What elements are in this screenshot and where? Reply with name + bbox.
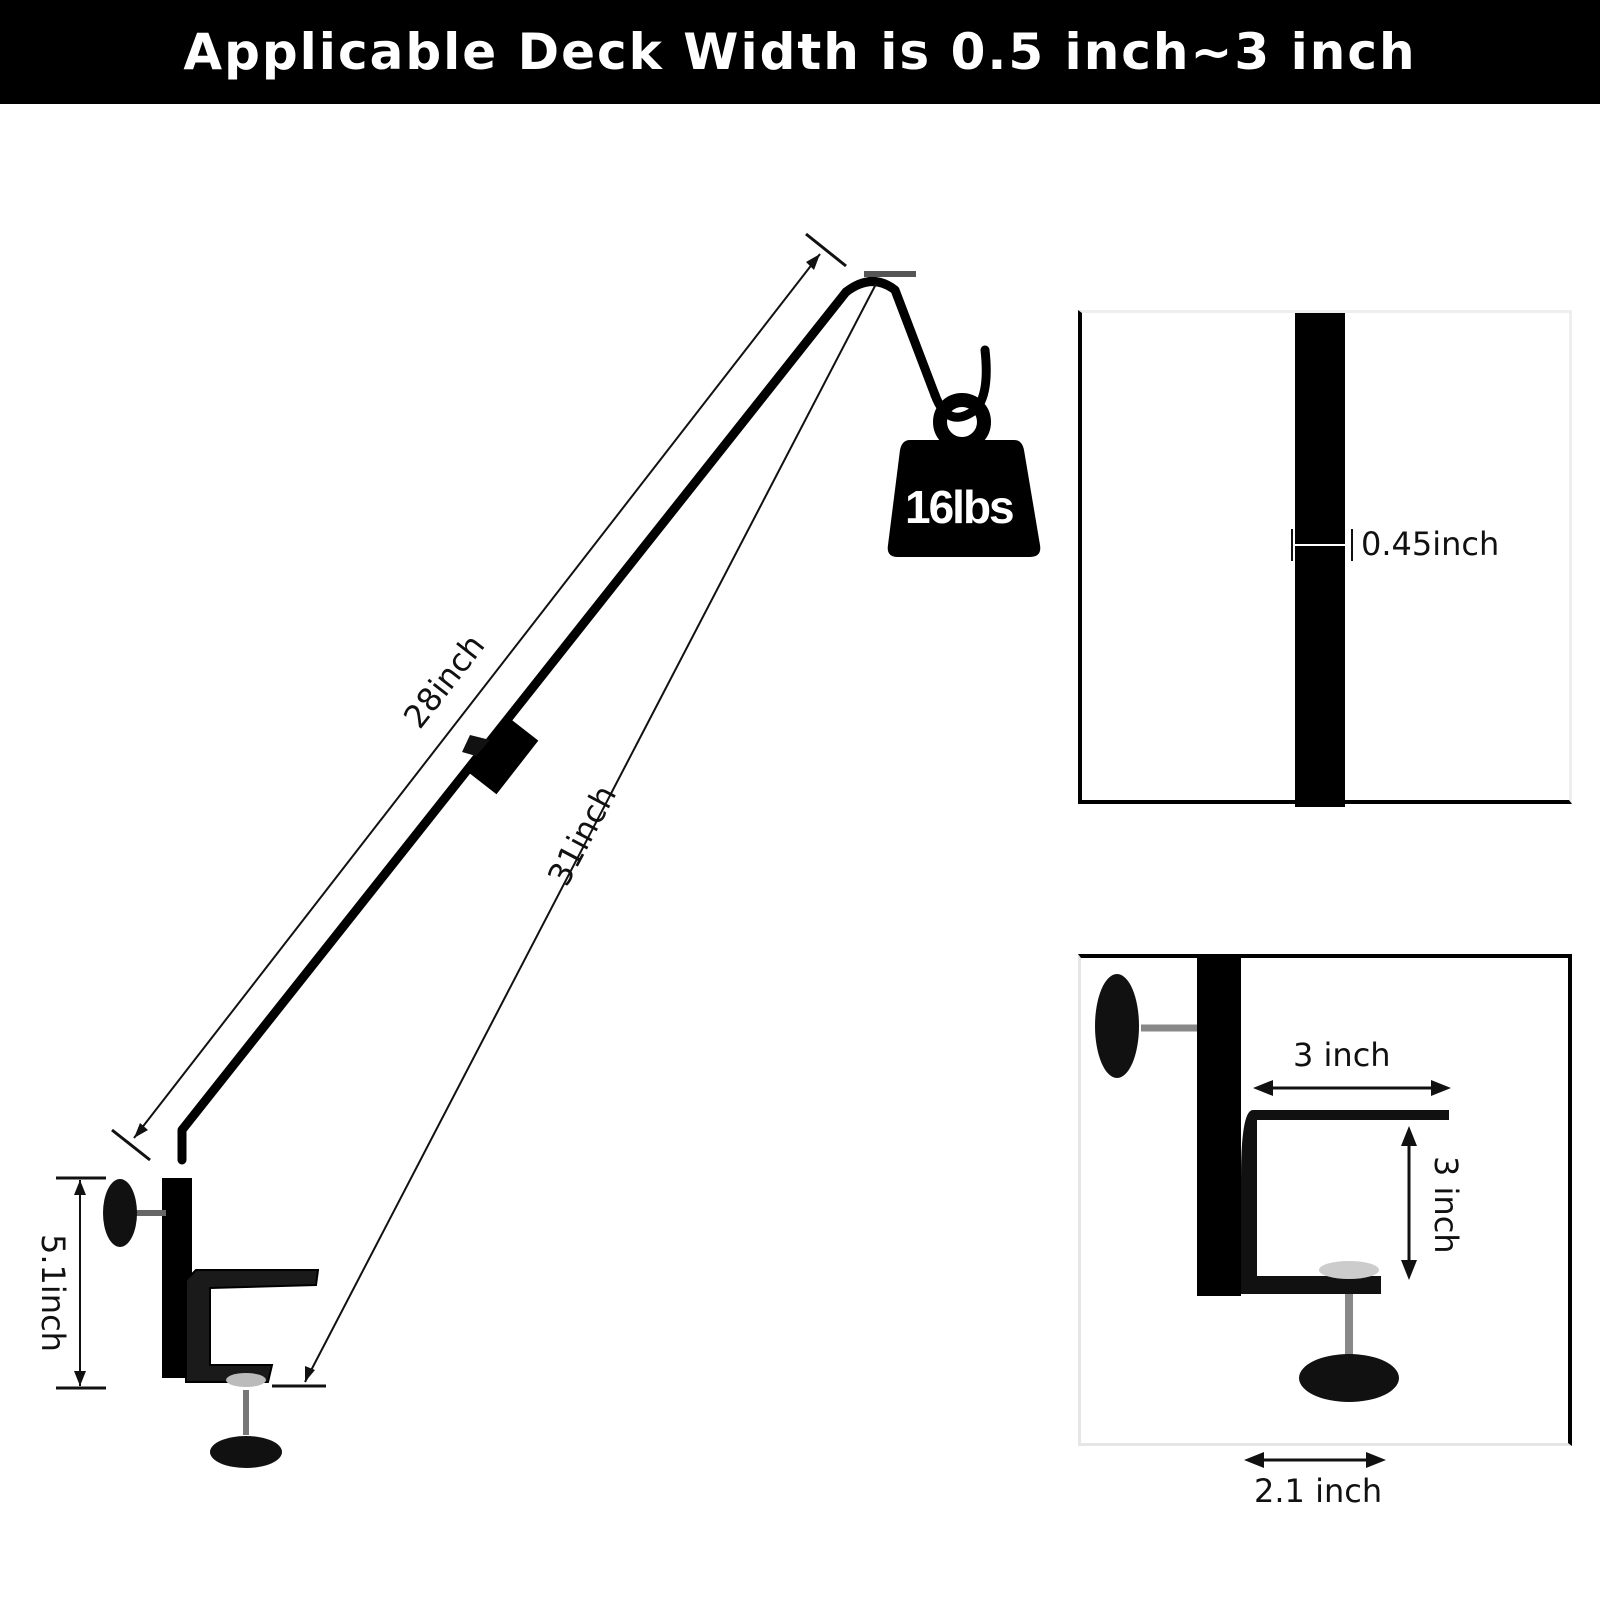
dim-28-arrow-bottom	[134, 1123, 148, 1138]
c-clamp	[185, 1269, 320, 1383]
dim-28-line	[133, 253, 821, 1139]
pole	[1295, 313, 1345, 807]
dim-31-arrow-bottom	[305, 1366, 315, 1382]
wing-nut	[462, 735, 490, 756]
pole-closeup	[1291, 313, 1353, 807]
pole-diameter-panel: 0.45inch	[1078, 310, 1572, 807]
weight-body	[887, 440, 1041, 557]
opening-arrow-top	[1401, 1126, 1417, 1146]
depth-arrow-left	[1253, 1080, 1273, 1096]
dim-28-tick-bottom	[111, 1128, 151, 1162]
title-banner: Applicable Deck Width is 0.5 inch~3 inch	[0, 0, 1600, 104]
bottom-knob	[210, 1436, 282, 1468]
pole-diameter-label: 0.45inch	[1361, 525, 1500, 563]
dim-28-tick-top	[805, 232, 847, 268]
weight-ring	[933, 393, 991, 451]
clamp-closeup	[1095, 958, 1451, 1402]
depth-arrow-right	[1431, 1080, 1451, 1096]
side-knob	[103, 1179, 137, 1247]
clamp-closeup-panel: 3 inch 3 inch	[1078, 954, 1572, 1446]
hook-arm	[177, 277, 940, 1165]
banner-title: Applicable Deck Width is 0.5 inch~3 inch	[183, 23, 1417, 81]
clamp-opening-label: 3 inch	[1427, 1156, 1465, 1254]
closeup-pad	[1319, 1261, 1379, 1279]
clamp-height-label: 5.1inch	[34, 1234, 72, 1352]
bottom-pad	[226, 1373, 266, 1387]
dim-51-arrow-bottom	[74, 1371, 86, 1386]
closeup-post	[1197, 958, 1241, 1296]
weight-label: 16lbs	[905, 481, 1015, 533]
clamp-plate-width-label: 2.1 inch	[1254, 1472, 1383, 1510]
arm-sleeve	[469, 719, 539, 795]
closeup-bottom-knob	[1299, 1354, 1399, 1402]
opening-arrow-bottom	[1401, 1260, 1417, 1280]
closeup-side-knob	[1095, 974, 1139, 1078]
dim-51-arrow-top	[74, 1180, 86, 1195]
clamp-depth-label: 3 inch	[1293, 1036, 1391, 1074]
dim-28-arrow-top	[806, 254, 820, 270]
dim-31-line	[304, 283, 877, 1383]
